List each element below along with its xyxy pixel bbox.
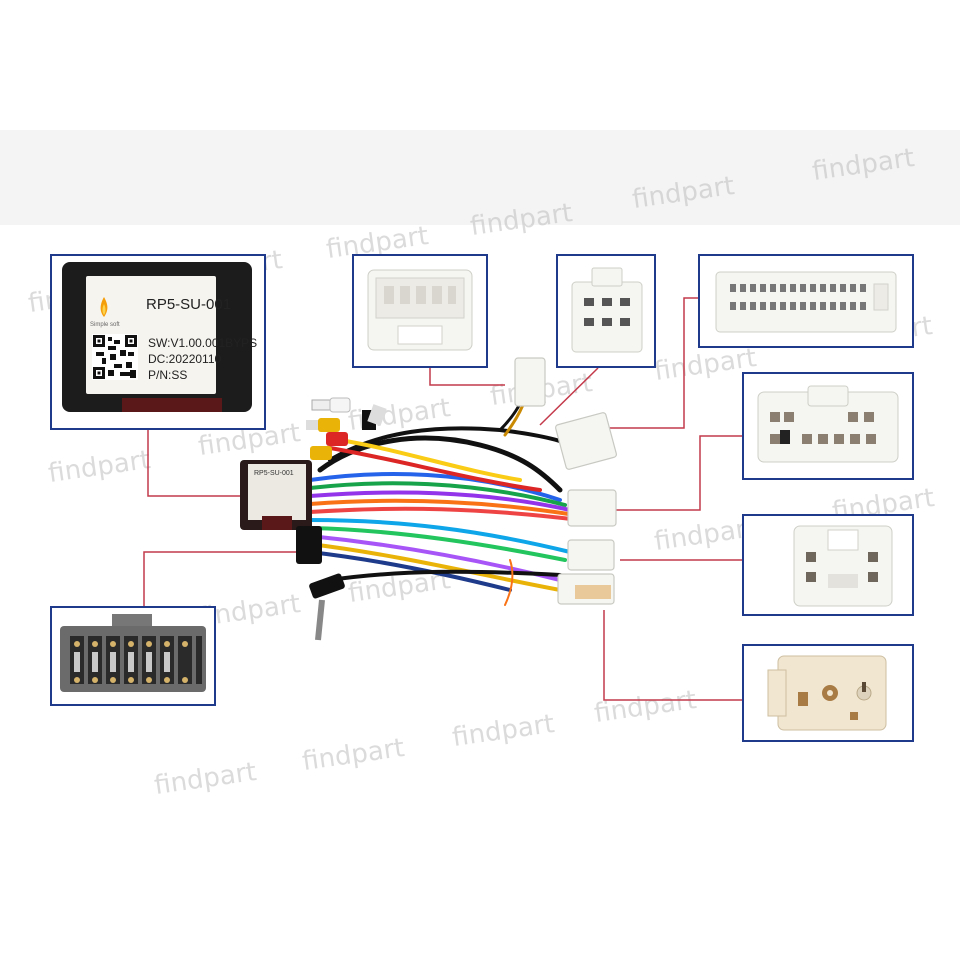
watermark-text: findpart	[488, 368, 595, 412]
module-brand: Simple soft	[90, 322, 120, 328]
module-software: SW:V1.00.001BYPS	[148, 336, 258, 350]
background-band	[0, 130, 960, 225]
module-base	[122, 398, 222, 412]
watermark-text: findpart	[346, 565, 453, 609]
module-label: Simple soft RP5-SU-001 SW:V1.00.0	[86, 276, 257, 394]
watermark-text: findpart	[46, 445, 153, 489]
connector-12pin-icon	[367, 269, 473, 351]
connector-antenna-icon	[767, 655, 887, 731]
watermark-text: findpart	[592, 685, 699, 729]
module-model: RP5-SU-001	[146, 296, 232, 313]
connector-16pin-icon	[757, 385, 899, 463]
connector-frame-8pin	[556, 254, 656, 368]
connector-28pin-icon	[715, 271, 897, 333]
connector-6pin-icon	[793, 525, 893, 607]
module-frame: Simple soft RP5-SU-001 SW:V1.00.0	[50, 254, 266, 430]
watermark-text: findpart	[300, 733, 407, 777]
watermark-text: findpart	[152, 757, 259, 801]
harness-module-label: RP5-SU-001	[254, 470, 294, 477]
connector-frame-iso	[50, 606, 216, 706]
module-date-code: DC:20220110	[148, 352, 222, 366]
connector-frame-6pin	[742, 514, 914, 616]
connector-frame-12pin	[352, 254, 488, 368]
watermark-text: findpart	[346, 393, 453, 437]
qr-code-icon	[92, 334, 138, 380]
decoder-module: Simple soft RP5-SU-001 SW:V1.00.0	[62, 262, 257, 412]
connector-frame-16pin	[742, 372, 914, 480]
module-part-number: P/N:SS	[148, 368, 188, 382]
watermark-text: findpart	[450, 709, 557, 753]
connector-iso-icon	[60, 614, 206, 692]
connector-8pin-icon	[571, 267, 643, 353]
brand-logo-icon	[100, 297, 108, 317]
connector-frame-28pin	[698, 254, 914, 348]
connector-frame-antenna	[742, 644, 914, 742]
